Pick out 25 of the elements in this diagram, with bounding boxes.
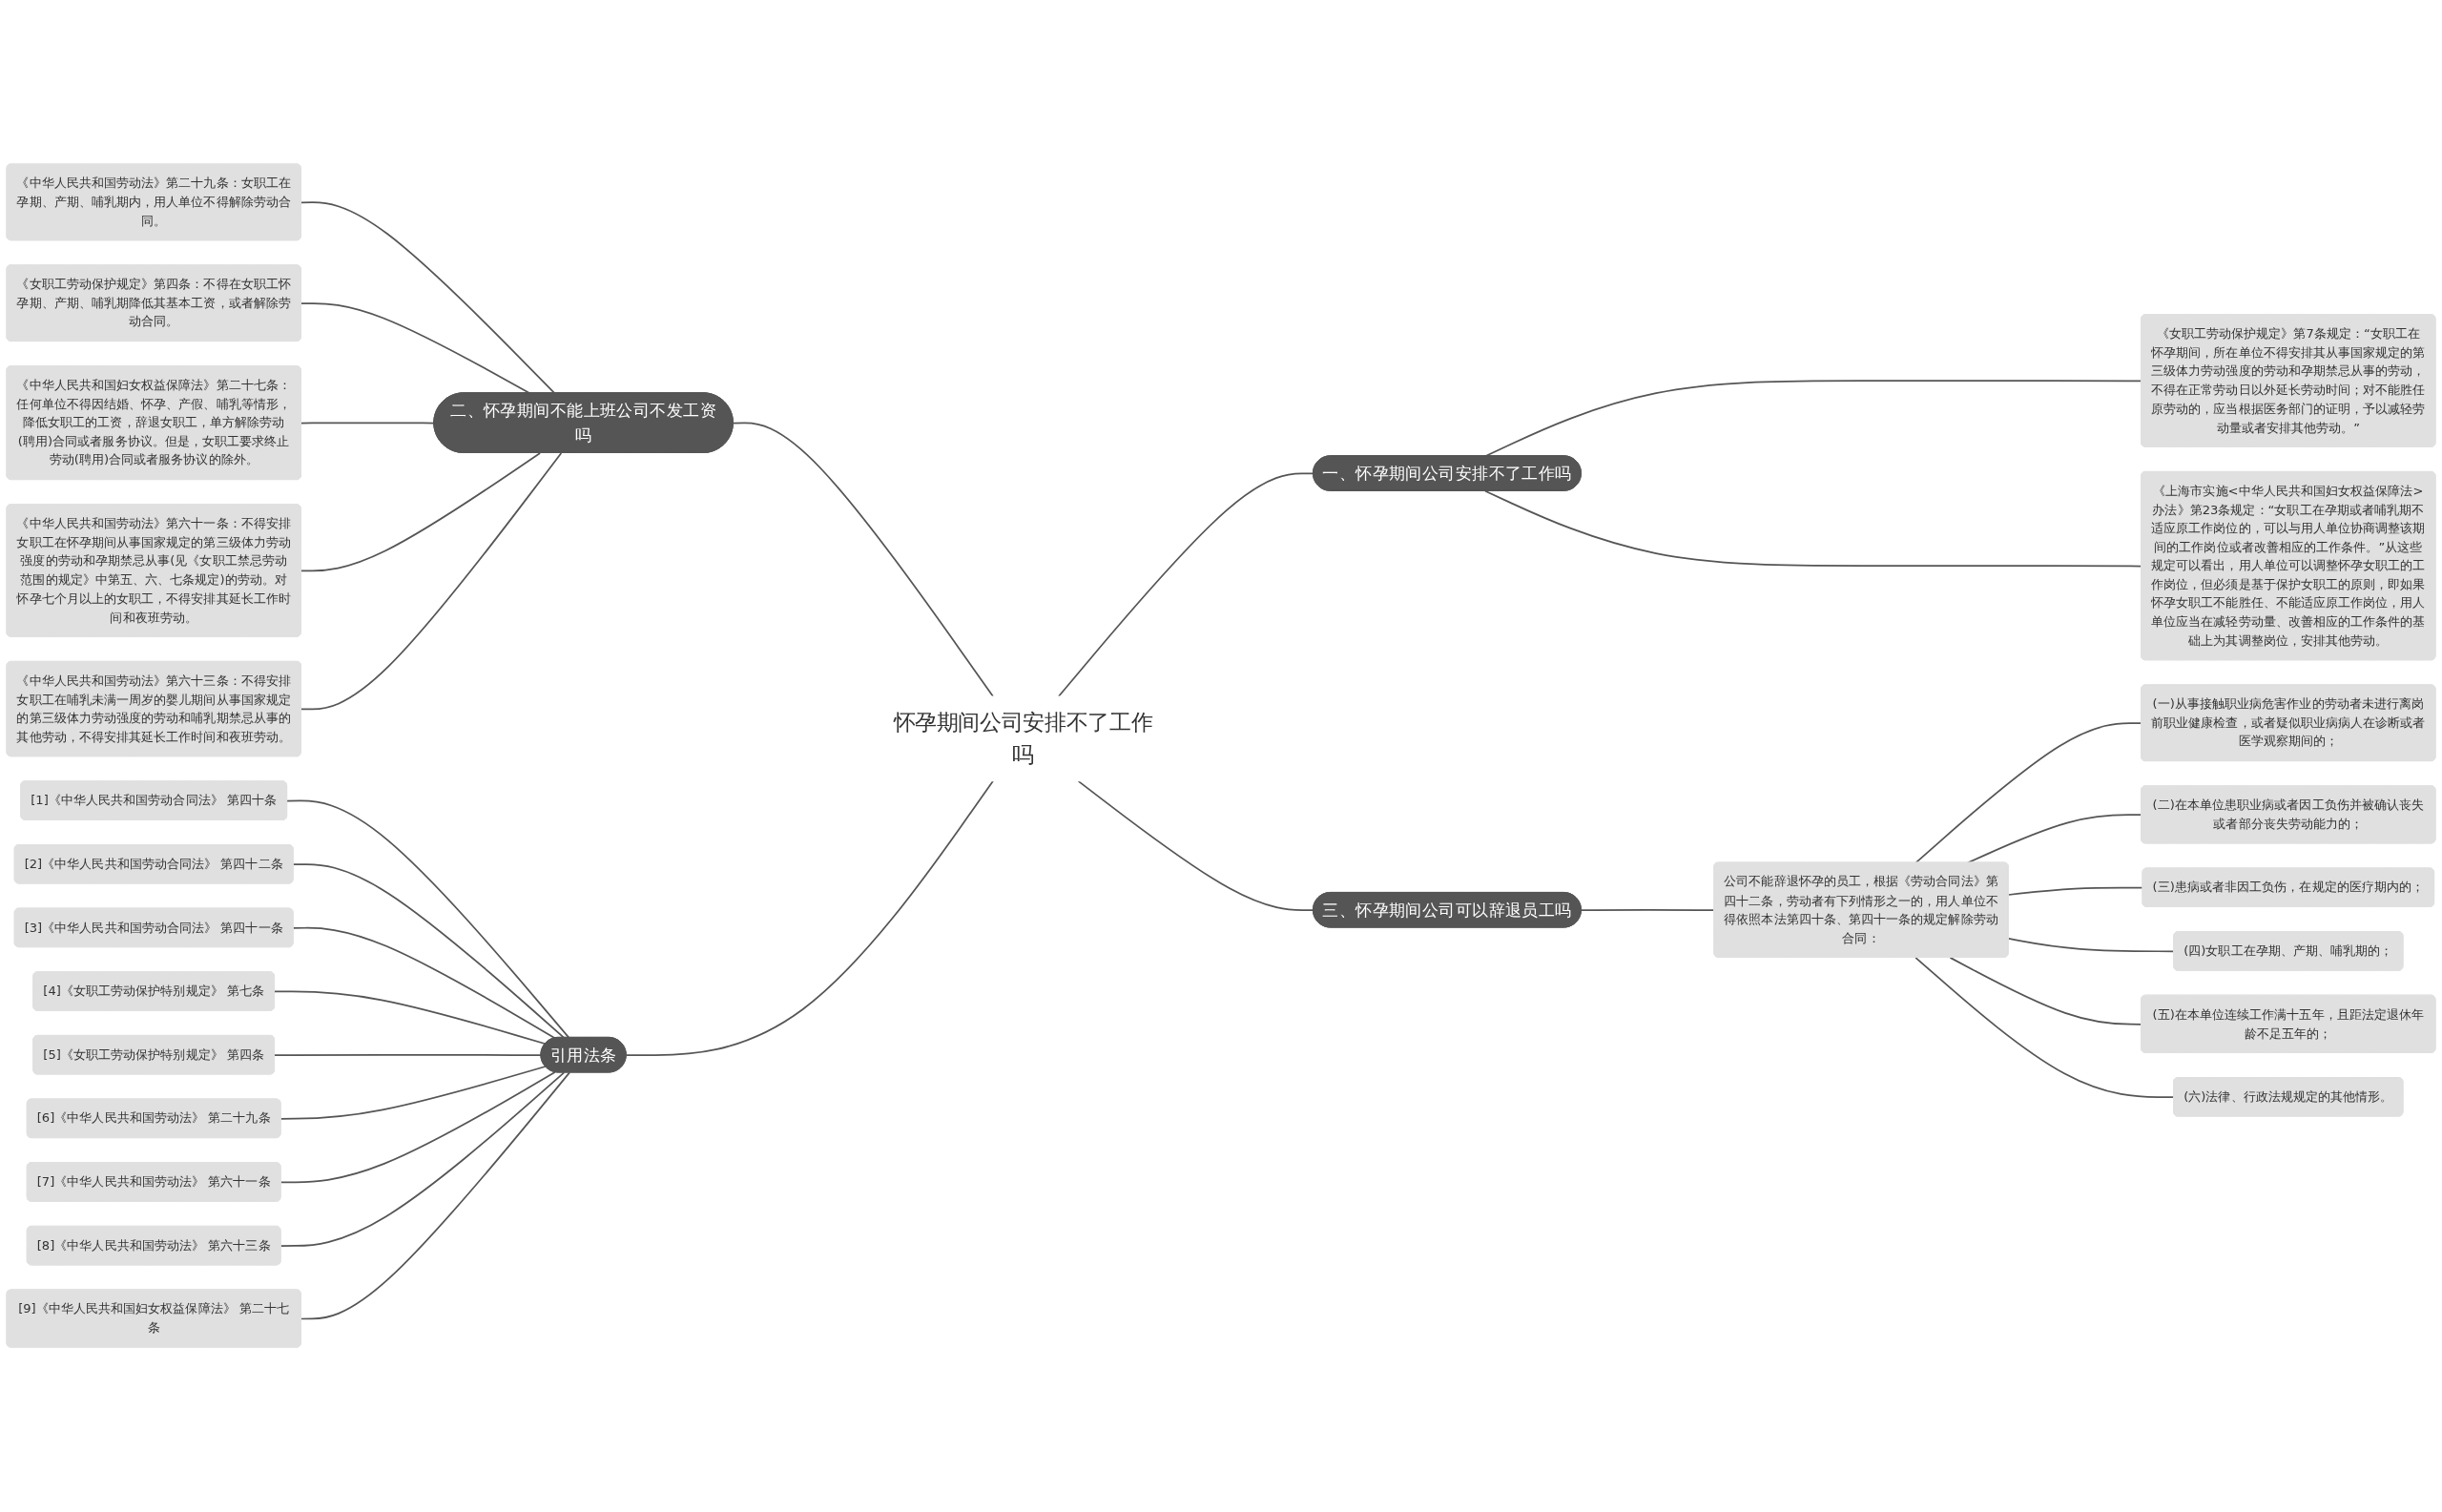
connector xyxy=(1484,490,2142,568)
connector xyxy=(1057,473,1314,698)
connector xyxy=(300,1072,570,1320)
connector xyxy=(292,927,556,1040)
connector xyxy=(292,863,566,1040)
connector xyxy=(300,452,541,572)
connector xyxy=(286,800,570,1040)
connector xyxy=(274,990,547,1046)
connector xyxy=(300,201,556,395)
connector xyxy=(1914,957,2175,1099)
connector xyxy=(625,780,994,1057)
node-text: 怀孕期间公司安排不了工作吗 xyxy=(893,710,1153,768)
connector xyxy=(2007,887,2144,897)
connector xyxy=(274,1054,543,1057)
connector xyxy=(732,423,994,698)
connector xyxy=(279,1066,547,1121)
connector xyxy=(1077,780,1314,912)
connector xyxy=(1914,722,2142,864)
connector xyxy=(300,302,531,395)
connector xyxy=(1484,380,2142,458)
connector xyxy=(279,1071,556,1184)
connector xyxy=(2007,938,2175,953)
connector xyxy=(279,1072,566,1248)
connector xyxy=(300,452,563,711)
connector xyxy=(1949,957,2142,1026)
